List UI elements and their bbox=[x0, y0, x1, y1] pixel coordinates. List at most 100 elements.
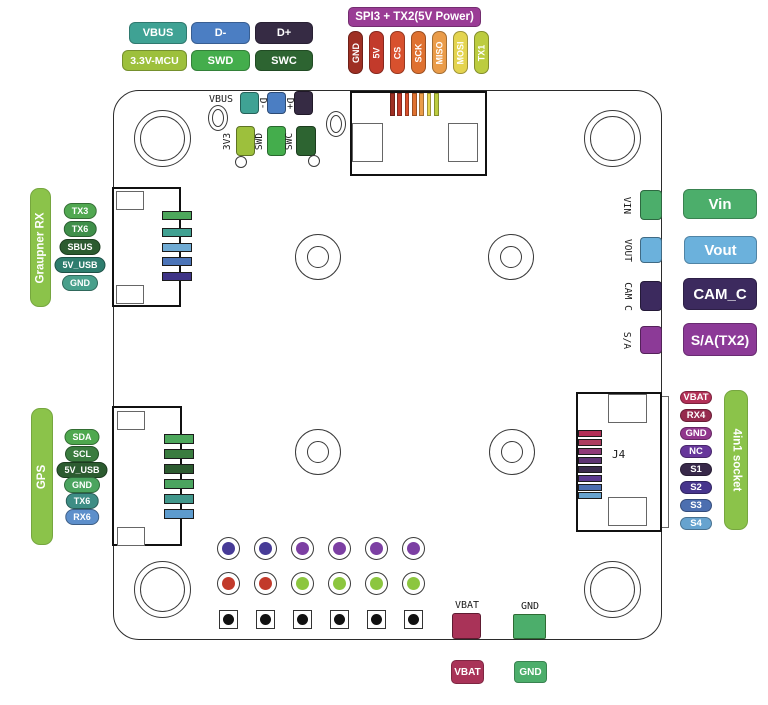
j4-label: J4 bbox=[612, 448, 626, 461]
graupner-wire bbox=[162, 243, 192, 252]
usb-connector-pad bbox=[448, 123, 478, 162]
center-hole-inner bbox=[307, 441, 329, 463]
usb-legend-swd: SWD bbox=[191, 50, 250, 71]
pad-d-minus bbox=[267, 92, 286, 114]
4in1-pin-s4: S4 bbox=[680, 517, 712, 530]
legend-vout: Vout bbox=[684, 236, 757, 264]
pad-sa bbox=[640, 326, 662, 354]
grid-dot bbox=[406, 541, 420, 555]
pin-label-cam-c: CAM C bbox=[621, 281, 633, 311]
grid-dot bbox=[222, 613, 234, 625]
gps-wire bbox=[164, 479, 194, 489]
mount-hole-inner bbox=[590, 116, 635, 161]
j4-wire bbox=[578, 457, 602, 464]
gps-wire bbox=[164, 464, 194, 474]
center-hole bbox=[295, 429, 341, 475]
legend-vin: Vin bbox=[683, 189, 757, 219]
grid-dot bbox=[333, 613, 345, 625]
4in1-pin-nc: NC bbox=[680, 445, 712, 458]
pad-label-swd: SWD bbox=[254, 132, 266, 150]
pad-vbus bbox=[240, 92, 259, 114]
pad-label-swc: SWC bbox=[284, 132, 296, 150]
grid-dot bbox=[407, 613, 419, 625]
pad-3v3 bbox=[236, 126, 255, 156]
gnd-pad bbox=[513, 614, 546, 639]
pad-label-3v3: 3V3 bbox=[222, 132, 234, 150]
legend-sa-tx2: S/A(TX2) bbox=[683, 323, 757, 356]
usb-connector-pin bbox=[433, 93, 439, 116]
usb-legend-d+: D+ bbox=[255, 22, 313, 44]
graupner-pin-tx6: TX6 bbox=[63, 221, 97, 237]
graupner-wire bbox=[162, 211, 192, 220]
gps-connector-pad bbox=[117, 527, 145, 546]
pad-swc bbox=[296, 126, 316, 156]
grid-dot bbox=[296, 613, 308, 625]
grid-dot bbox=[221, 576, 235, 590]
gps-pin-tx6: TX6 bbox=[65, 493, 99, 509]
grid-dot bbox=[295, 541, 309, 555]
4in1-pin-s3: S3 bbox=[680, 499, 712, 512]
graupner-pin-tx3: TX3 bbox=[63, 203, 97, 219]
j4-connector-pad bbox=[608, 497, 647, 526]
j4-wire bbox=[578, 430, 602, 437]
usb-legend-vbus: VBUS bbox=[129, 22, 187, 44]
gps-wire bbox=[164, 494, 194, 504]
center-hole-inner bbox=[500, 246, 522, 268]
pad-d-plus bbox=[294, 91, 313, 115]
gps-legend-box: GPS bbox=[31, 408, 53, 545]
mount-hole-inner bbox=[140, 567, 185, 612]
gps-pin-sda: SDA bbox=[64, 429, 100, 445]
j4-wire bbox=[578, 484, 602, 491]
grid-dot bbox=[406, 576, 420, 590]
pin-label-vout: VOUT bbox=[621, 238, 633, 262]
j4-connector-pad bbox=[608, 394, 647, 423]
pad-label-vbus: VBUS bbox=[209, 94, 234, 105]
usb-connector-pad bbox=[352, 123, 383, 162]
spi3-pin-miso: MISO bbox=[432, 31, 447, 74]
4in1-legend-box: 4in1 socket bbox=[724, 390, 748, 530]
graupner-pin-gnd: GND bbox=[62, 275, 98, 291]
via-oval-inner bbox=[212, 109, 224, 127]
grid-dot bbox=[369, 541, 383, 555]
usb-connector-pin bbox=[411, 93, 417, 116]
gps-wire bbox=[164, 449, 194, 459]
grid-dot bbox=[221, 541, 235, 555]
usb-legend-3.3v-mcu: 3.3V-MCU bbox=[122, 50, 187, 71]
graupner-wire bbox=[162, 272, 192, 281]
grid-dot bbox=[295, 576, 309, 590]
pad-vin bbox=[640, 190, 662, 220]
center-hole-inner bbox=[307, 246, 329, 268]
spi3-pin-gnd: GND bbox=[348, 31, 363, 74]
legend-cam-c: CAM_C bbox=[683, 278, 757, 310]
pad-cam-c bbox=[640, 281, 662, 311]
graupner-legend-box: Graupner RX bbox=[30, 188, 51, 307]
usb-connector-pin bbox=[426, 93, 432, 116]
graupner-wire bbox=[162, 257, 192, 266]
via-round bbox=[235, 156, 247, 168]
via-oval-inner bbox=[330, 115, 342, 133]
gps-pin-scl: SCL bbox=[65, 446, 99, 462]
4in1-pin-s2: S2 bbox=[680, 481, 712, 494]
grid-dot bbox=[258, 576, 272, 590]
spi3-pin-mosi: MOSI bbox=[453, 31, 468, 74]
mount-hole-inner bbox=[590, 567, 635, 612]
graupner-connector-pad bbox=[116, 191, 144, 210]
gnd-legend-badge: GND bbox=[514, 661, 547, 683]
spi3-pin-cs: CS bbox=[390, 31, 405, 74]
usb-legend-swc: SWC bbox=[255, 50, 313, 71]
vbat-legend-badge: VBAT bbox=[451, 660, 484, 684]
j4-wire bbox=[578, 439, 602, 446]
j4-wire bbox=[578, 448, 602, 455]
grid-dot bbox=[332, 576, 346, 590]
pin-label-sa: S/A bbox=[621, 331, 633, 349]
mount-hole-inner bbox=[140, 116, 185, 161]
j4-wire bbox=[578, 492, 602, 499]
center-hole-inner bbox=[501, 441, 523, 463]
grid-dot bbox=[332, 541, 346, 555]
spi3-pin-tx1: TX1 bbox=[474, 31, 489, 74]
usb-legend-d-: D- bbox=[191, 22, 250, 44]
gps-pin-gnd: GND bbox=[64, 477, 100, 493]
gps-pin-rx6: RX6 bbox=[65, 509, 99, 525]
spi3-pin-sck: SCK bbox=[411, 31, 426, 74]
